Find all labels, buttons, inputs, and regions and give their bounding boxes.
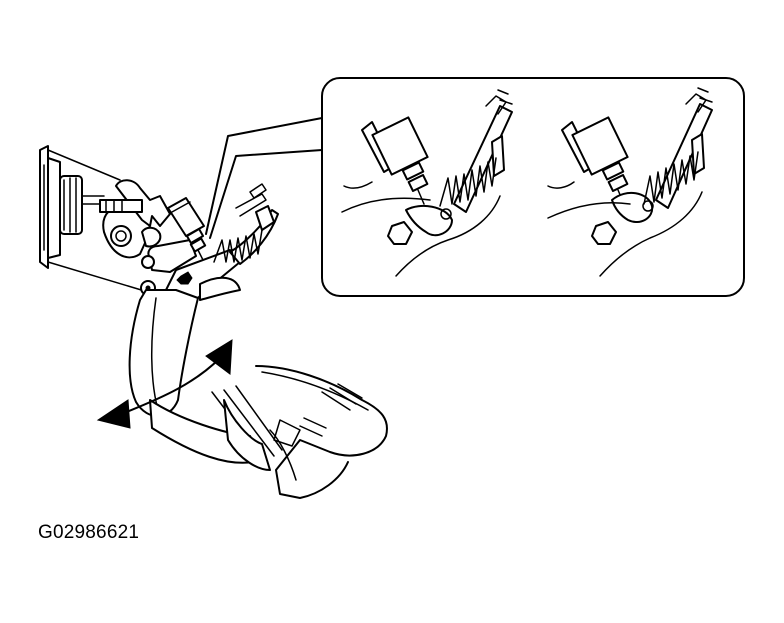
switch-not-pressed-detail xyxy=(341,89,513,277)
switch-pressed-detail xyxy=(547,87,713,277)
firewall-booster xyxy=(39,145,149,293)
pedal-pad-and-foot xyxy=(149,365,388,499)
callout-panel xyxy=(321,77,745,297)
callout-leader xyxy=(205,117,323,239)
return-spring xyxy=(213,183,275,263)
pedal-motion-arrow xyxy=(96,339,233,429)
figure-id-label: G02986621 xyxy=(38,522,140,543)
